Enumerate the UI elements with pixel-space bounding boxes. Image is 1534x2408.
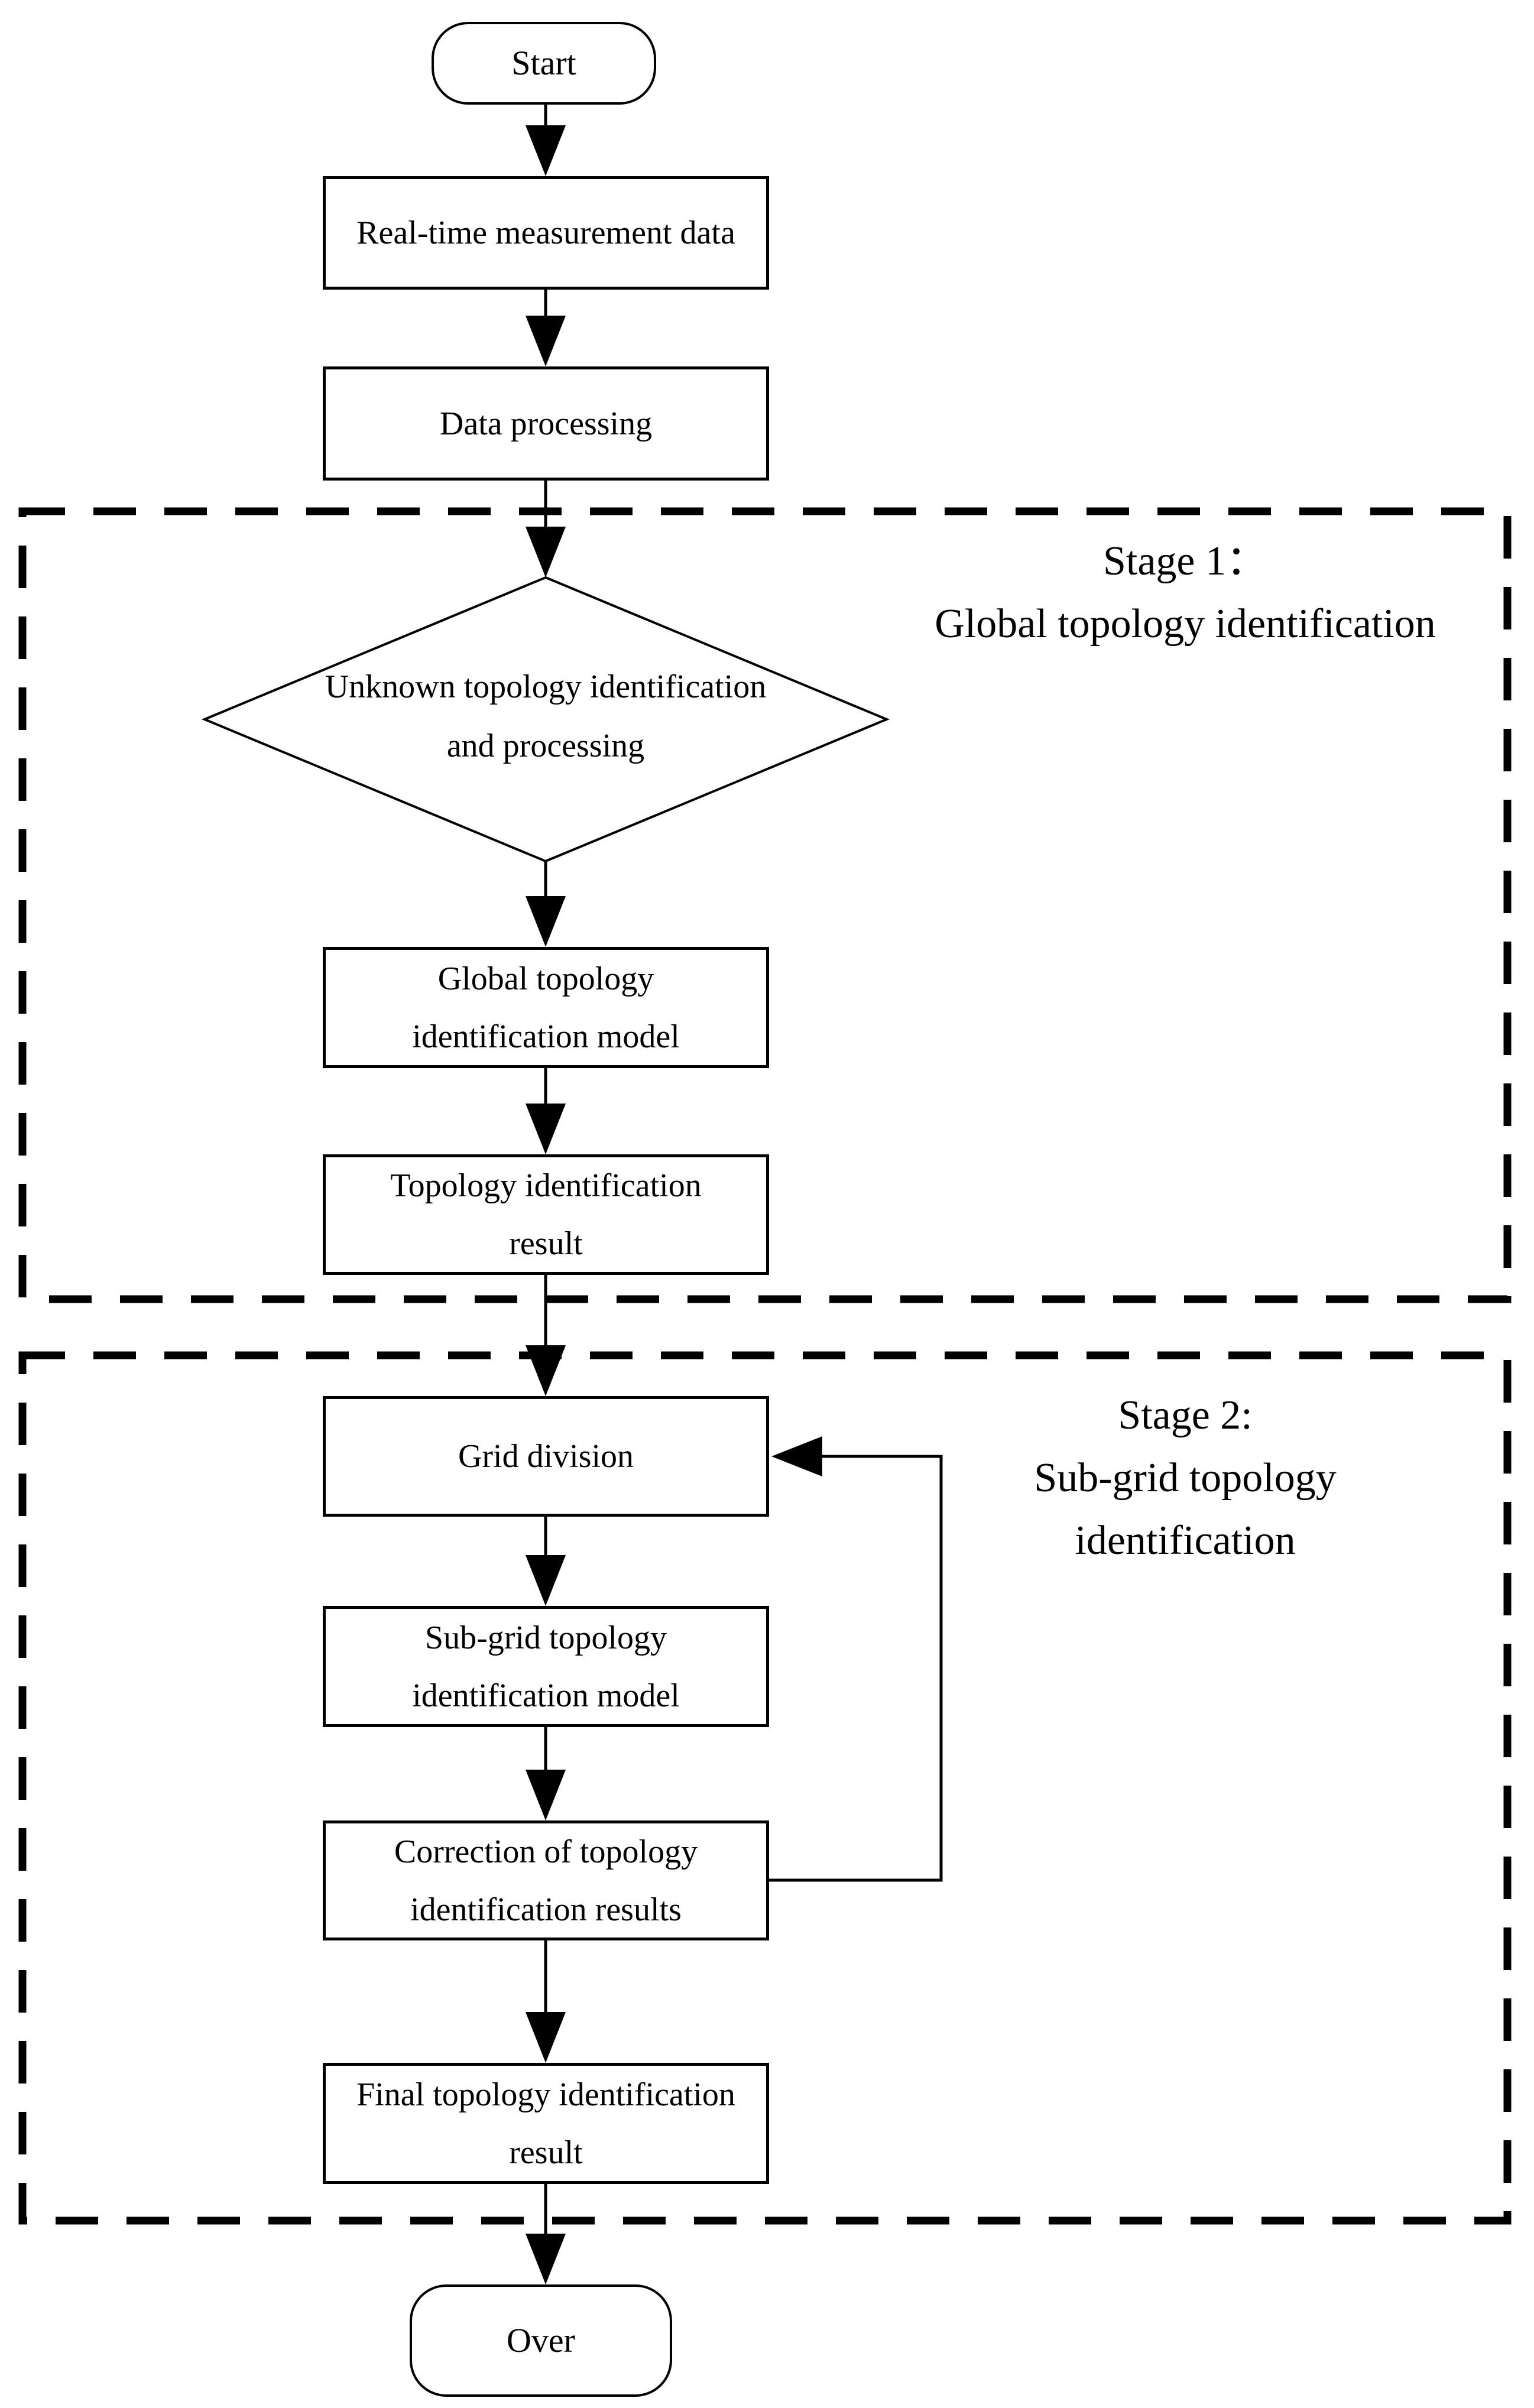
stage2-boundary [18, 1351, 1512, 2225]
stage1-caption: Stage 1： Global topology identification [935, 538, 1436, 647]
arrowhead-into-over [526, 2234, 566, 2284]
arrowheads [526, 125, 822, 2284]
arrowhead-into-dataprocessing [526, 316, 566, 366]
arrowhead-into-realtime [526, 125, 566, 176]
node-subgrid-topology-model-label: Sub-grid topology identification model [412, 1619, 680, 1714]
connector-lines [544, 105, 943, 2235]
node-final-topology-result: Final topology identification result [323, 2063, 769, 2184]
arrowhead-into-correction [526, 1770, 566, 1820]
node-topology-result: Topology identification result [323, 1154, 769, 1275]
node-topology-result-label: Topology identification result [390, 1167, 702, 1262]
node-global-topology-model-label: Global topology identification model [412, 960, 680, 1055]
node-start-label: Start [511, 44, 576, 82]
node-data-processing-label: Data processing [439, 405, 653, 442]
edge-feedback-loop [769, 1455, 943, 1882]
arrowhead-into-subgridmodel [526, 1555, 566, 1606]
node-grid-division-label: Grid division [458, 1438, 634, 1475]
node-decision-label: Unknown topology identification and proc… [325, 668, 767, 764]
stage1-boundary [18, 507, 1512, 1303]
node-over-label: Over [507, 2321, 575, 2360]
node-start: Start [432, 22, 656, 105]
node-realtime-measurement-data: Real-time measurement data [323, 176, 769, 290]
arrowhead-into-topologyresult [526, 1104, 566, 1154]
stage2-caption: Stage 2: Sub-grid topology identificatio… [1034, 1393, 1337, 1563]
node-final-topology-result-label: Final topology identification result [356, 2076, 735, 2171]
arrowhead-into-griddivision [526, 1345, 566, 1396]
decision-diamond [201, 576, 890, 863]
node-data-processing: Data processing [323, 366, 769, 481]
node-global-topology-model: Global topology identification model [323, 947, 769, 1068]
arrowhead-into-globalmodel [526, 896, 566, 947]
node-subgrid-topology-model: Sub-grid topology identification model [323, 1606, 769, 1727]
arrowhead-feedback-into-griddivision [771, 1436, 822, 1476]
node-correction-results: Correction of topology identification re… [323, 1820, 769, 1940]
arrowhead-into-decision [526, 527, 566, 577]
node-realtime-label: Real-time measurement data [356, 215, 735, 251]
arrowhead-into-finalresult [526, 2012, 566, 2063]
node-correction-results-label: Correction of topology identification re… [394, 1833, 698, 1928]
node-over: Over [410, 2284, 672, 2397]
node-decision: Unknown topology identification and proc… [234, 631, 857, 802]
node-grid-division: Grid division [323, 1396, 769, 1517]
